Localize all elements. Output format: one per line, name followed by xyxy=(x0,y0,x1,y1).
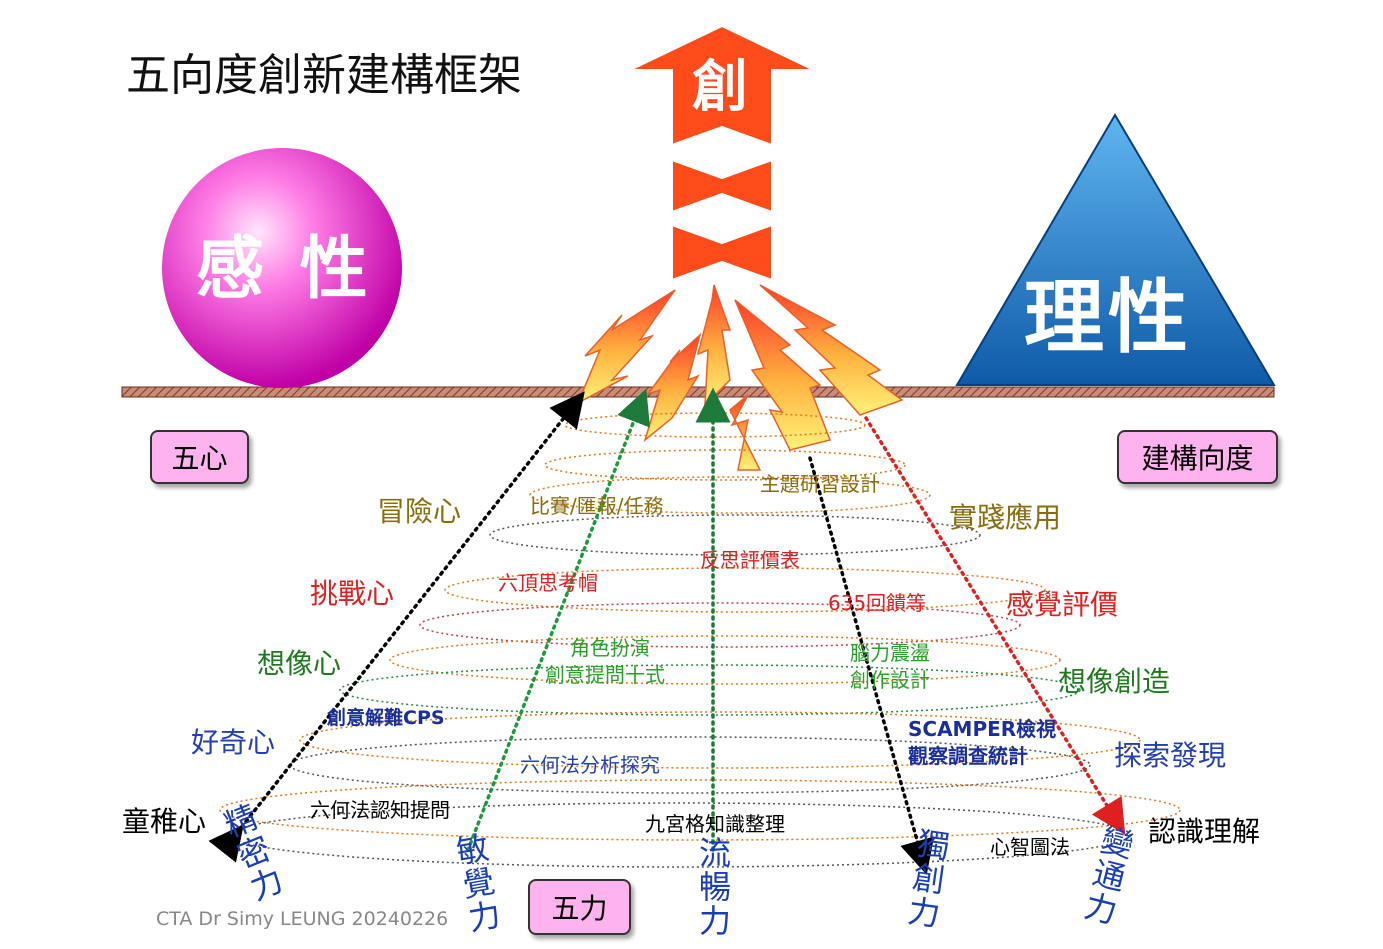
lightning-bolts xyxy=(576,284,904,471)
creation-arrow xyxy=(629,24,815,282)
dimension-evaluation: 感覺評價 xyxy=(1006,588,1119,621)
tool-5w1h-question: 六何法認知提問 xyxy=(310,798,450,822)
arrow-flexibility xyxy=(864,416,1126,835)
arrow-sensitivity xyxy=(466,388,651,852)
tool-scamper: SCAMPER檢視 xyxy=(908,717,1057,741)
rationality-triangle xyxy=(955,113,1276,386)
dimension-box: 建構向度 xyxy=(1117,430,1278,484)
tool-635-feedback: 635回饋等 xyxy=(828,591,927,615)
tool-role-play: 角色扮演 xyxy=(570,636,650,660)
arrow-precision xyxy=(208,391,585,863)
tool-competition: 比賽/匯報/任務 xyxy=(530,494,664,518)
tool-nine-grid: 九宮格知識整理 xyxy=(645,812,785,836)
credit-text: CTA Dr Simy LEUNG 20240226 xyxy=(156,908,449,930)
heart-childlike: 童稚心 xyxy=(122,805,207,838)
dimension-discovery: 探索發現 xyxy=(1114,739,1227,772)
tool-creative-design: 創作設計 xyxy=(850,668,930,692)
tool-six-hats: 六頂思考帽 xyxy=(498,571,598,595)
ground-bar xyxy=(121,386,1275,398)
tool-mind-map: 心智圖法 xyxy=(990,835,1070,859)
tool-5w1h-analysis: 六何法分析探究 xyxy=(520,753,660,777)
five-hearts-box: 五心 xyxy=(150,430,249,484)
page-title: 五向度創新建構框架 xyxy=(126,50,522,101)
tool-creative-questions: 創意提問十式 xyxy=(545,663,665,687)
dimension-understanding: 認識理解 xyxy=(1148,815,1261,848)
creation-label: 創 xyxy=(692,55,748,120)
sensibility-label: 感 性 xyxy=(196,230,374,309)
dimension-practice: 實踐應用 xyxy=(949,501,1062,534)
heart-challenge: 挑戰心 xyxy=(310,577,395,610)
heart-adventure: 冒險心 xyxy=(377,495,462,528)
heart-imagination: 想像心 xyxy=(257,647,342,680)
tool-observation: 觀察調查統計 xyxy=(908,744,1028,768)
tool-cps: 創意解難CPS xyxy=(327,707,445,729)
dimension-creation: 想像創造 xyxy=(1058,665,1171,698)
tool-project-design: 主題研習設計 xyxy=(760,472,880,496)
heart-curiosity: 好奇心 xyxy=(191,726,276,759)
tool-reflection-form: 反思評價表 xyxy=(700,548,800,572)
tool-brainstorm: 腦力震盪 xyxy=(850,641,930,665)
five-powers-box: 五力 xyxy=(528,879,631,935)
rationality-label: 理性 xyxy=(1024,271,1192,364)
power-fluency: 流暢力 xyxy=(694,836,732,938)
sensibility-sphere xyxy=(162,148,402,388)
arrow-originality xyxy=(808,456,935,875)
